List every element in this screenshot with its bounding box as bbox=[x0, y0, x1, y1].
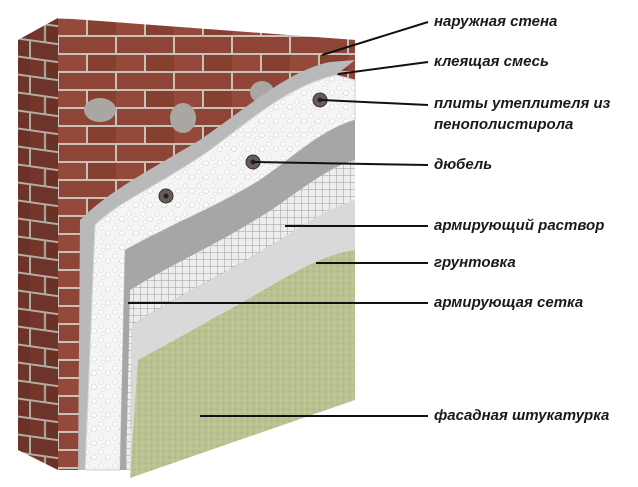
label-primer: грунтовка bbox=[434, 254, 516, 271]
label-reinforcing-mesh: армирующая сетка bbox=[434, 294, 584, 311]
facade-plaster-layer bbox=[130, 250, 355, 478]
primer-layer bbox=[130, 200, 355, 470]
label-facade-plaster: фасадная штукатурка bbox=[434, 407, 610, 424]
label-outer-wall: наружная стена bbox=[434, 13, 558, 30]
adhesive-layer bbox=[78, 60, 355, 470]
label-reinforcing-mortar: армирующий раствор bbox=[434, 217, 605, 234]
label-insulation-line1: плиты утеплителя из bbox=[434, 95, 611, 112]
wall-side-face bbox=[18, 18, 58, 470]
label-dowel: дюбель bbox=[434, 156, 493, 173]
leader-lines bbox=[128, 21, 429, 417]
reinforcing-mesh-layer bbox=[126, 160, 355, 470]
label-adhesive: клеящая смесь bbox=[434, 53, 549, 70]
reinforcing-mortar-layer bbox=[120, 120, 355, 470]
label-insulation-line2: пенополистирола bbox=[434, 116, 574, 133]
